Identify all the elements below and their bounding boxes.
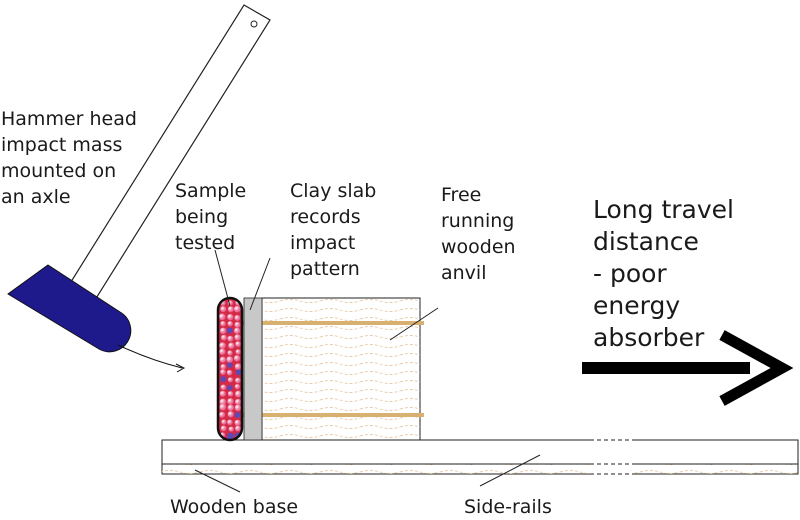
sample-granule [219,356,226,363]
sample-granule [227,377,234,383]
hammer [7,4,271,353]
sample-granule [220,334,227,341]
sample-granule [220,369,226,375]
sample-granule [227,432,234,440]
sample-granule [234,419,241,426]
sample-granule [221,419,227,425]
sample-granule [233,327,241,334]
sample-granule [219,390,226,397]
sample-granule [220,376,227,383]
anvil-label: Free running wooden anvil [441,184,516,284]
sample-granule [219,411,226,418]
sample-granule [234,321,241,328]
sample-granule [227,398,234,405]
hammer-head [7,264,132,353]
sample-granule [234,315,241,321]
sample-granule [227,362,233,368]
wooden-base [161,437,799,477]
sample-granule [220,363,227,370]
sample-granule [234,404,242,412]
sample-granule [235,425,241,432]
sample-granule [219,348,226,355]
base-label: Wooden base [170,496,299,518]
sample-granule [234,390,242,398]
clay-leader [249,257,271,311]
sample-granule [226,356,234,363]
sample-granule [220,425,227,432]
sample-granule [233,355,241,362]
sample-leader [214,249,231,307]
curved-arrow-icon [117,344,186,373]
sample-granule [227,335,234,342]
sample-granule [234,334,241,341]
travel-label: Long travel distance - poor energy absor… [593,195,734,352]
sample-granule [226,327,233,334]
sample-label: Sample being tested [175,180,247,254]
sample-granule [226,369,233,376]
rails-leader [479,454,541,487]
clay-label: Clay slab records impact pattern [290,180,377,280]
sample-granule [234,383,240,390]
sample-granule [219,403,227,411]
clay-slab [243,297,263,441]
sample-granule [219,398,227,406]
sample-granule [228,426,234,432]
sample-granule [219,327,227,335]
sample-granule [234,412,241,418]
anvil-band-top [242,321,424,325]
wooden-anvil [242,297,424,441]
sample-granule [227,419,233,426]
sample-granule [227,404,235,411]
sample-granule [218,313,226,321]
right-arrow-icon [582,330,794,406]
sample-granule [227,321,233,327]
sample-granule [227,391,234,397]
sample-granule [234,398,242,406]
sample-granule [228,342,235,349]
sample-granule [220,320,226,327]
sample-granule [235,377,241,384]
sample-granule [220,384,227,391]
sample-granule [227,411,234,418]
sample-granule [226,385,233,391]
sample-granule [235,369,242,376]
sample-granule [234,305,241,313]
sample-granule [227,306,234,313]
sample-granule [235,341,241,347]
sample-granule [220,306,227,313]
sample-granule [227,350,233,356]
rails-label: Side-rails [464,496,552,518]
sample-granule [235,349,241,355]
anvil-leader [389,307,439,341]
sample-granule [234,363,242,370]
anvil-band-bottom [242,413,424,417]
hammer-label: Hammer head impact mass mounted on an ax… [1,108,137,208]
sample-granule [219,342,226,349]
sample [216,296,244,442]
base-leader [194,469,241,493]
sample-granule [227,313,234,321]
axle-hole [250,20,258,28]
